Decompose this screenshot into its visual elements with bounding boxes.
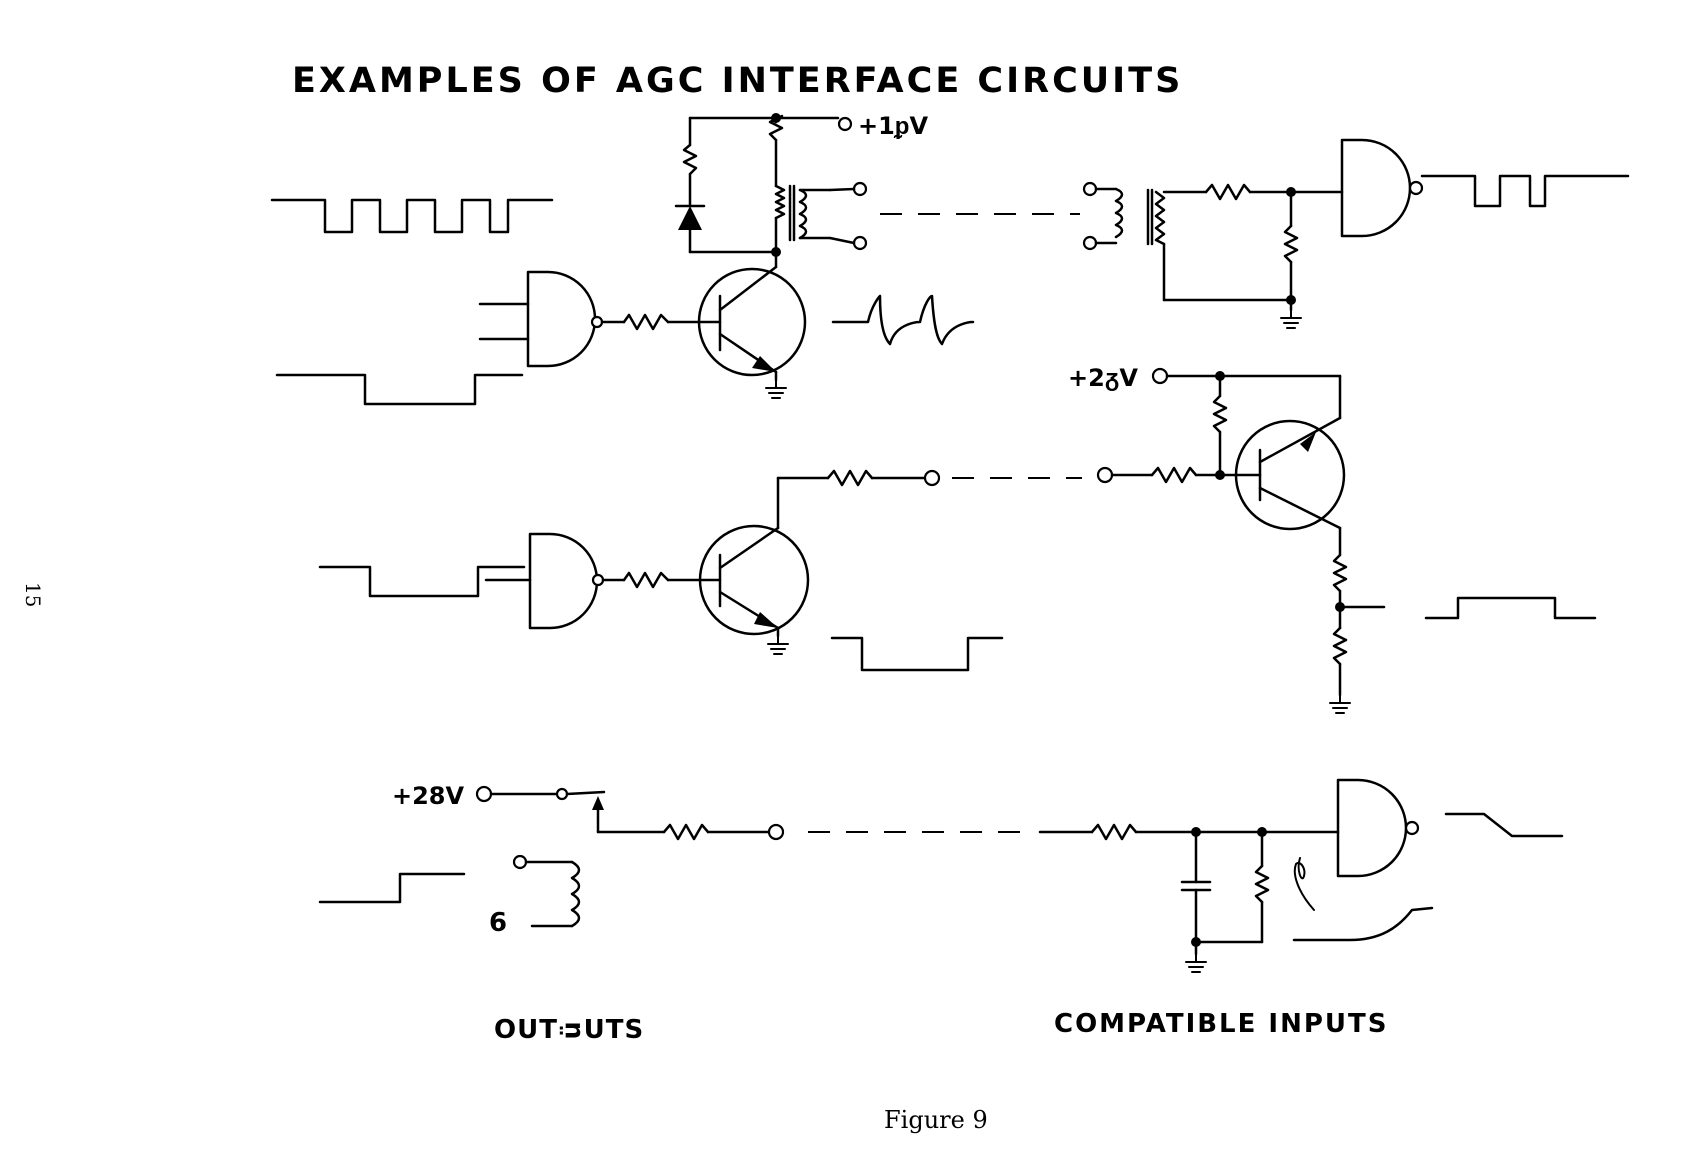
npn-transistor bbox=[698, 524, 810, 636]
output-step-waveform bbox=[830, 636, 1004, 672]
annotation-arrow bbox=[1293, 857, 1315, 911]
nand-gate-relay bbox=[1336, 778, 1408, 878]
nand-gate bbox=[526, 270, 597, 368]
pnp-output-waveform bbox=[1424, 596, 1597, 620]
relay-coil bbox=[570, 860, 581, 928]
relay-mark: 9 bbox=[489, 905, 507, 935]
step-waveform bbox=[275, 373, 524, 406]
transformer-secondary-rx bbox=[1154, 190, 1166, 246]
resistor bbox=[1254, 864, 1270, 904]
input-step-waveform bbox=[318, 565, 526, 598]
resistor bbox=[622, 571, 670, 589]
npn-transistor bbox=[697, 267, 807, 377]
resistor bbox=[1150, 466, 1198, 484]
resistor bbox=[1204, 183, 1252, 201]
slow-edge-output-waveform bbox=[1444, 812, 1564, 838]
spike-waveform bbox=[831, 294, 975, 346]
resistor bbox=[1090, 823, 1138, 841]
figure-caption: Figure 9 bbox=[884, 1106, 988, 1134]
transformer-primary bbox=[774, 184, 786, 220]
supply-28v-bottom-label: +28V bbox=[392, 782, 465, 810]
pulse-output-waveform bbox=[1420, 174, 1630, 208]
resistor bbox=[1283, 224, 1299, 264]
nand-gate bbox=[528, 532, 599, 630]
compatible-inputs-label: COMPATIBLE INPUTS bbox=[1054, 1009, 1389, 1039]
circuit-relay-output: +28V 9 bbox=[318, 778, 1564, 973]
resistor bbox=[682, 143, 698, 176]
resistor bbox=[826, 469, 874, 487]
nand-gate-rx bbox=[1340, 138, 1412, 238]
supply-28v-label: +2ᵹV bbox=[1068, 364, 1138, 392]
transformer-secondary bbox=[798, 188, 808, 240]
rounded-input-waveform bbox=[1292, 906, 1434, 942]
pulse-train-waveform bbox=[270, 198, 554, 234]
supply-12v-label: +1ᵱV bbox=[858, 112, 928, 140]
resistor bbox=[1212, 394, 1228, 434]
resistor bbox=[622, 313, 670, 331]
resistor bbox=[662, 823, 710, 841]
transformer-primary-rx bbox=[1114, 187, 1124, 239]
resistor bbox=[1332, 626, 1348, 666]
diagram-title: EXAMPLES OF AGC INTERFACE CIRCUITS bbox=[292, 61, 1183, 101]
outputs-label: OUTᴞUTS bbox=[494, 1015, 644, 1045]
diode bbox=[678, 206, 702, 230]
circuit-transistor-pnp: +2ᵹV bbox=[318, 364, 1597, 714]
page-number: 15 bbox=[21, 582, 45, 607]
resistor bbox=[1332, 553, 1348, 593]
relay-step-waveform bbox=[318, 872, 466, 904]
pnp-transistor bbox=[1234, 419, 1346, 531]
circuit-transformer-output: +1ᵱV bbox=[270, 112, 1630, 406]
